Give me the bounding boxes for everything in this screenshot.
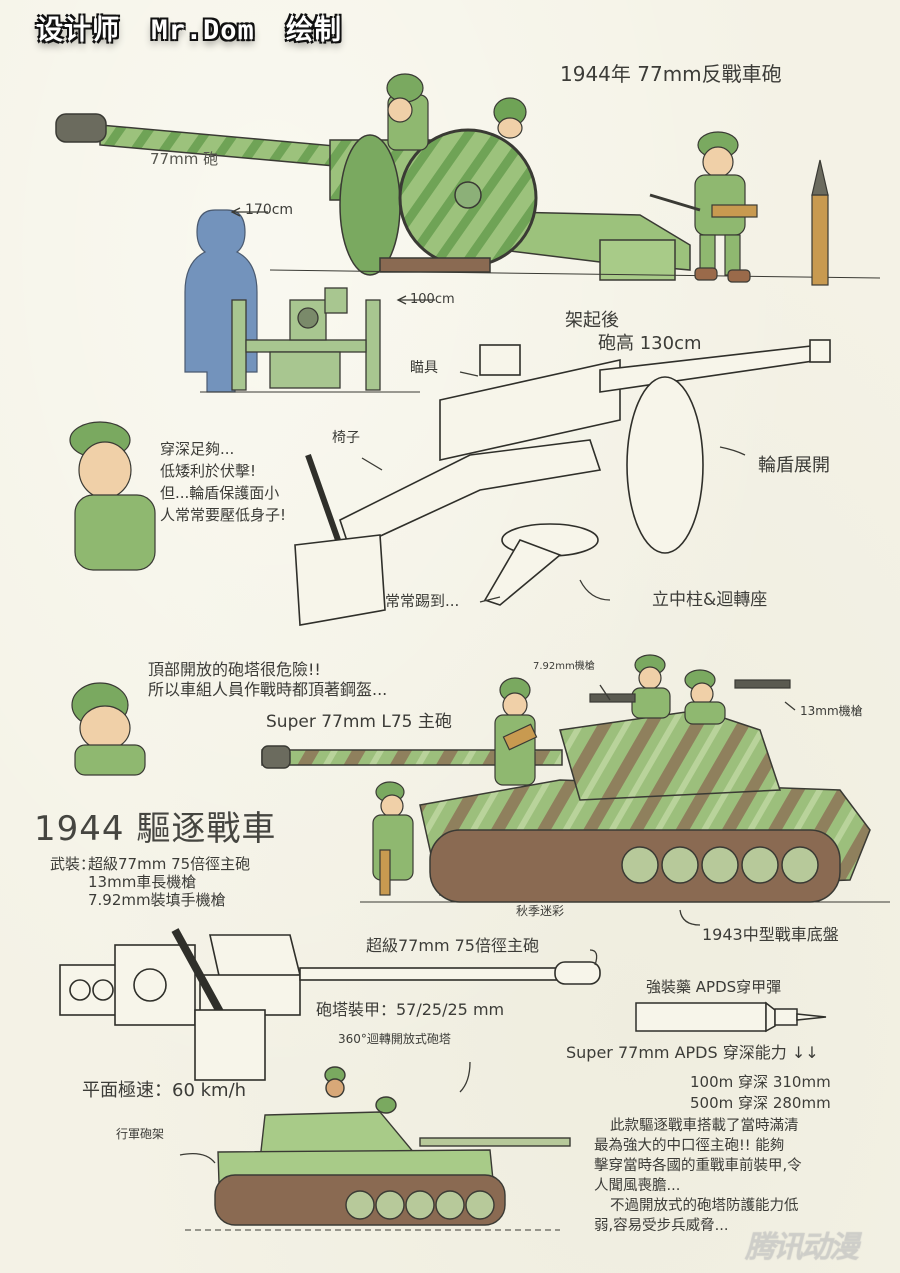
tank-section-title: 1944 驅逐戰車: [34, 809, 277, 849]
soldier-comment-line: 穿深足夠...: [160, 440, 235, 458]
barrel-label: 77mm 砲: [150, 150, 219, 168]
penetration-row: 100m 穿深 310mm: [690, 1072, 831, 1093]
description-line: 人聞風喪膽...: [594, 1178, 681, 1194]
annotation-arrows: [179, 207, 796, 1164]
anti-tank-gun-deployed-drawing: [294, 339, 831, 626]
anti-tank-gun-front-view: [200, 287, 420, 393]
mg-792-label: 7.92mm機槍: [533, 661, 595, 672]
helmet-crew-soldier: [71, 682, 146, 776]
watermark-logo: 腾讯动漫: [745, 1230, 859, 1265]
soldier-comment: 穿深足夠... 低矮利於伏擊! 但...輪盾保護面小 人常常要壓低身子!: [160, 438, 286, 526]
gun-section-title: 1944年 77mm反戰車砲: [560, 62, 782, 86]
human-height-label: 170cm: [245, 202, 294, 218]
penetration-range: 500m: [690, 1094, 734, 1112]
tank-crew: [372, 654, 791, 896]
penetration-range: 100m: [690, 1073, 734, 1091]
gun-crew: [386, 73, 527, 151]
apds-shell-drawing: [635, 1001, 827, 1033]
armament-list: 超級77mm 75倍徑主砲 13mm車長機槍 7.92mm裝填手機槍: [88, 855, 250, 909]
top-speed-label: 平面極速：60 km/h: [82, 1080, 247, 1101]
crew-comment: 頂部開放的砲塔很危險!! 所以車組人員作戰時都頂著鋼盔...: [148, 660, 387, 700]
credit-prefix: 设计师: [36, 15, 120, 46]
deployed-height-line1: 架起後: [565, 310, 619, 331]
penetration-text: 穿深: [738, 1094, 769, 1112]
anti-tank-gun-side-view: [55, 113, 881, 281]
description-line: 不過開放式的砲塔防護能力低: [610, 1198, 799, 1214]
travel-lock-label: 行軍砲架: [116, 1127, 165, 1141]
trip-label: 常常踢到...: [385, 592, 460, 610]
shell-standing: [811, 159, 829, 286]
penetration-text: 穿深: [738, 1073, 769, 1091]
main-gun-label: Super 77mm L75 主砲: [266, 712, 452, 732]
credit-suffix: 绘制: [285, 15, 342, 46]
sight-label: 瞄具: [410, 360, 438, 376]
tank-destroyer-small-view: [185, 1066, 571, 1231]
turret-armor-label: 砲塔裝甲：57/25/25 mm: [316, 1000, 505, 1019]
loader-soldier: [649, 131, 758, 283]
crew-comment-line: 所以車組人員作戰時都頂著鋼盔...: [148, 680, 388, 699]
penetration-table: 100m 穿深 310mm 500m 穿深 280mm: [690, 1072, 831, 1114]
soldier-comment-line: 但...輪盾保護面小: [160, 484, 280, 502]
description-line: 此款驅逐戰車搭載了當時滿清: [610, 1118, 799, 1134]
deployed-height-line2: 砲高 130cm: [598, 333, 702, 354]
armament-item: 13mm車長機槍: [88, 873, 197, 891]
description-line: 弱,容易受步兵威脅...: [594, 1218, 729, 1234]
description-block: 此款驅逐戰車搭載了當時滿清 最為強大的中口徑主砲!! 能夠 擊穿當時各國的重戰車…: [594, 1116, 802, 1236]
penetration-value: 310mm: [772, 1073, 831, 1091]
crew-comment-line: 頂部開放的砲塔很危險!!: [148, 660, 321, 679]
gun-height-label: 100cm: [410, 292, 455, 307]
thinking-soldier: [69, 421, 156, 571]
tank-destroyer-side-view: [261, 709, 890, 903]
turret-gun-label: 超級77mm 75倍徑主砲: [366, 936, 539, 955]
penetration-row: 500m 穿深 280mm: [690, 1093, 831, 1114]
description-line: 最為強大的中口徑主砲!! 能夠: [594, 1138, 785, 1154]
armament-label: 武裝：: [50, 855, 96, 873]
designer-credit: 设计师 Mr.Dom 绘制: [36, 14, 342, 48]
camo-label: 秋季迷彩: [516, 904, 565, 918]
penetration-value: 280mm: [772, 1094, 831, 1112]
mg-13-label: 13mm機槍: [800, 704, 863, 718]
seat-label: 椅子: [332, 430, 360, 446]
pivot-label: 立中柱&迴轉座: [652, 590, 768, 610]
armament-item: 超級77mm 75倍徑主砲: [88, 855, 251, 873]
chassis-label: 1943中型戰車底盤: [702, 925, 839, 944]
armament-item: 7.92mm裝填手機槍: [88, 891, 226, 909]
credit-author: Mr.Dom: [151, 15, 255, 46]
shell-label: 強裝藥 APDS穿甲彈: [646, 978, 782, 996]
description-line: 擊穿當時各國的重戰車前裝甲,令: [594, 1158, 802, 1174]
soldier-comment-line: 人常常要壓低身子!: [160, 506, 287, 524]
turret-detail-drawing: [59, 928, 601, 1081]
soldier-comment-line: 低矮利於伏擊!: [160, 462, 257, 480]
shield-label: 輪盾展開: [758, 455, 830, 476]
penetration-title: Super 77mm APDS 穿深能力 ↓↓: [566, 1043, 819, 1062]
turret-type-label: 360°迴轉開放式砲塔: [338, 1032, 451, 1046]
